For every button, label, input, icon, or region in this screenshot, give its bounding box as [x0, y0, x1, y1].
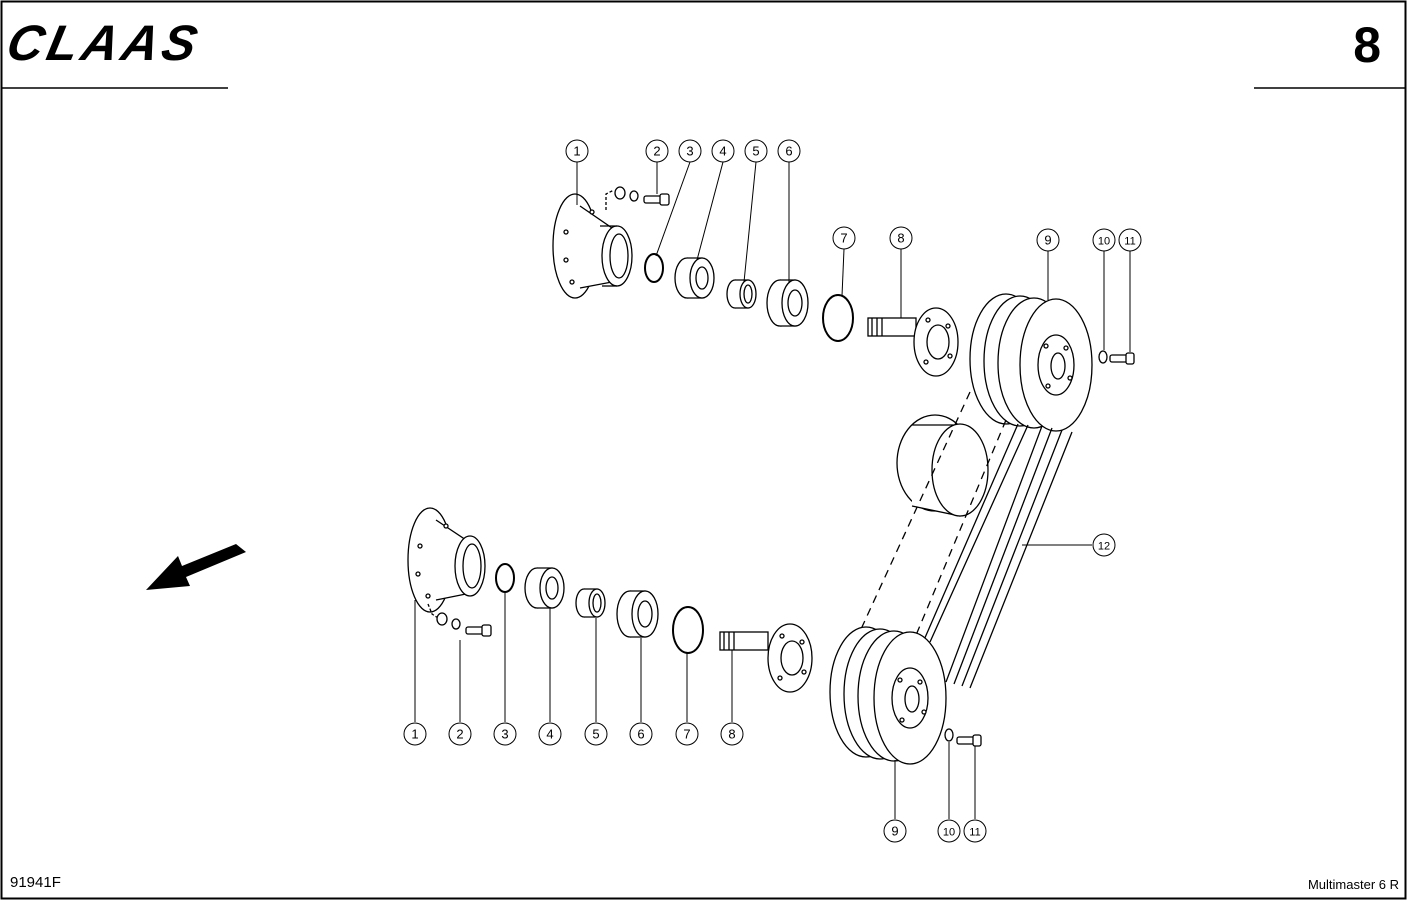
callout-9: 9	[883, 819, 907, 843]
bottom-assembly	[407, 507, 982, 765]
callout-2: 2	[448, 722, 472, 746]
part-shaft-bottom	[719, 623, 813, 693]
callout-7: 7	[675, 722, 699, 746]
callout-8: 8	[889, 226, 913, 250]
callout-9: 9	[1036, 228, 1060, 252]
part-belt-set	[855, 391, 1073, 689]
callout-4: 4	[538, 722, 562, 746]
part-sleeve-bottom	[575, 588, 606, 618]
callout-label: 1	[573, 144, 580, 159]
callout-6: 6	[629, 722, 653, 746]
callout-label: 9	[891, 824, 898, 839]
callout-label: 10	[943, 827, 955, 839]
callout-label: 4	[546, 727, 553, 742]
callout-5: 5	[584, 722, 608, 746]
callout-label: 11	[969, 827, 980, 839]
part-bolt-bottom	[956, 734, 982, 747]
leader-lines	[414, 161, 1131, 819]
callout-1: 1	[565, 139, 589, 163]
callout-label: 11	[1124, 236, 1135, 248]
callout-11: 11	[1118, 228, 1142, 252]
callout-8: 8	[720, 722, 744, 746]
callout-label: 5	[752, 144, 759, 159]
part-bearing-top-a	[674, 257, 715, 299]
callout-1: 1	[403, 722, 427, 746]
callout-label: 3	[501, 727, 508, 742]
part-washer-bottom	[944, 728, 954, 742]
callout-11: 11	[963, 819, 987, 843]
callout-label: 2	[456, 727, 463, 742]
callout-12: 12	[1092, 533, 1116, 557]
callout-label: 6	[637, 727, 644, 742]
callout-label: 7	[683, 727, 690, 742]
part-sleeve-top	[726, 279, 757, 309]
callout-label: 7	[840, 231, 847, 246]
callout-label: 6	[785, 144, 792, 159]
callout-label: 4	[719, 144, 726, 159]
callout-5: 5	[744, 139, 768, 163]
part-housing-bottom	[407, 507, 486, 613]
callout-10: 10	[1092, 228, 1116, 252]
top-assembly	[552, 186, 1135, 517]
part-pulley-top	[969, 293, 1093, 432]
part-washer-top	[1098, 350, 1108, 364]
arrow-southwest-icon	[146, 544, 246, 590]
part-housing-top	[552, 193, 633, 299]
callout-label: 10	[1098, 236, 1110, 248]
callout-label: 3	[686, 144, 693, 159]
part-fasteners-bottom	[427, 603, 492, 637]
part-bolt-top	[1109, 352, 1135, 365]
page-number: 8	[1353, 17, 1381, 73]
callout-4: 4	[711, 139, 735, 163]
callout-3: 3	[678, 139, 702, 163]
callout-label: 8	[897, 231, 904, 246]
callout-10: 10	[937, 819, 961, 843]
part-bearing-bottom-a	[524, 567, 565, 609]
callout-label: 5	[592, 727, 599, 742]
model-name: Multimaster 6 R	[1307, 877, 1399, 892]
callout-2: 2	[645, 139, 669, 163]
part-pulley-bottom	[829, 626, 947, 765]
callout-label: 9	[1044, 233, 1051, 248]
callout-label: 8	[728, 727, 735, 742]
callout-7: 7	[832, 226, 856, 250]
part-ring-bottom	[672, 606, 704, 654]
part-fasteners-top	[605, 186, 670, 210]
part-shaft-top	[867, 307, 959, 377]
callout-3: 3	[493, 722, 517, 746]
callout-label: 2	[653, 144, 660, 159]
part-bearing-top-b	[766, 279, 809, 327]
callout-6: 6	[777, 139, 801, 163]
part-circlip-top	[644, 253, 664, 283]
callout-label: 12	[1098, 541, 1110, 553]
part-ring-top	[822, 294, 854, 342]
callout-label: 1	[411, 727, 418, 742]
part-idler-roller	[896, 414, 989, 517]
drawing-code: 91941F	[10, 874, 61, 891]
part-circlip-bottom	[495, 563, 515, 593]
part-bearing-bottom-b	[616, 590, 659, 638]
